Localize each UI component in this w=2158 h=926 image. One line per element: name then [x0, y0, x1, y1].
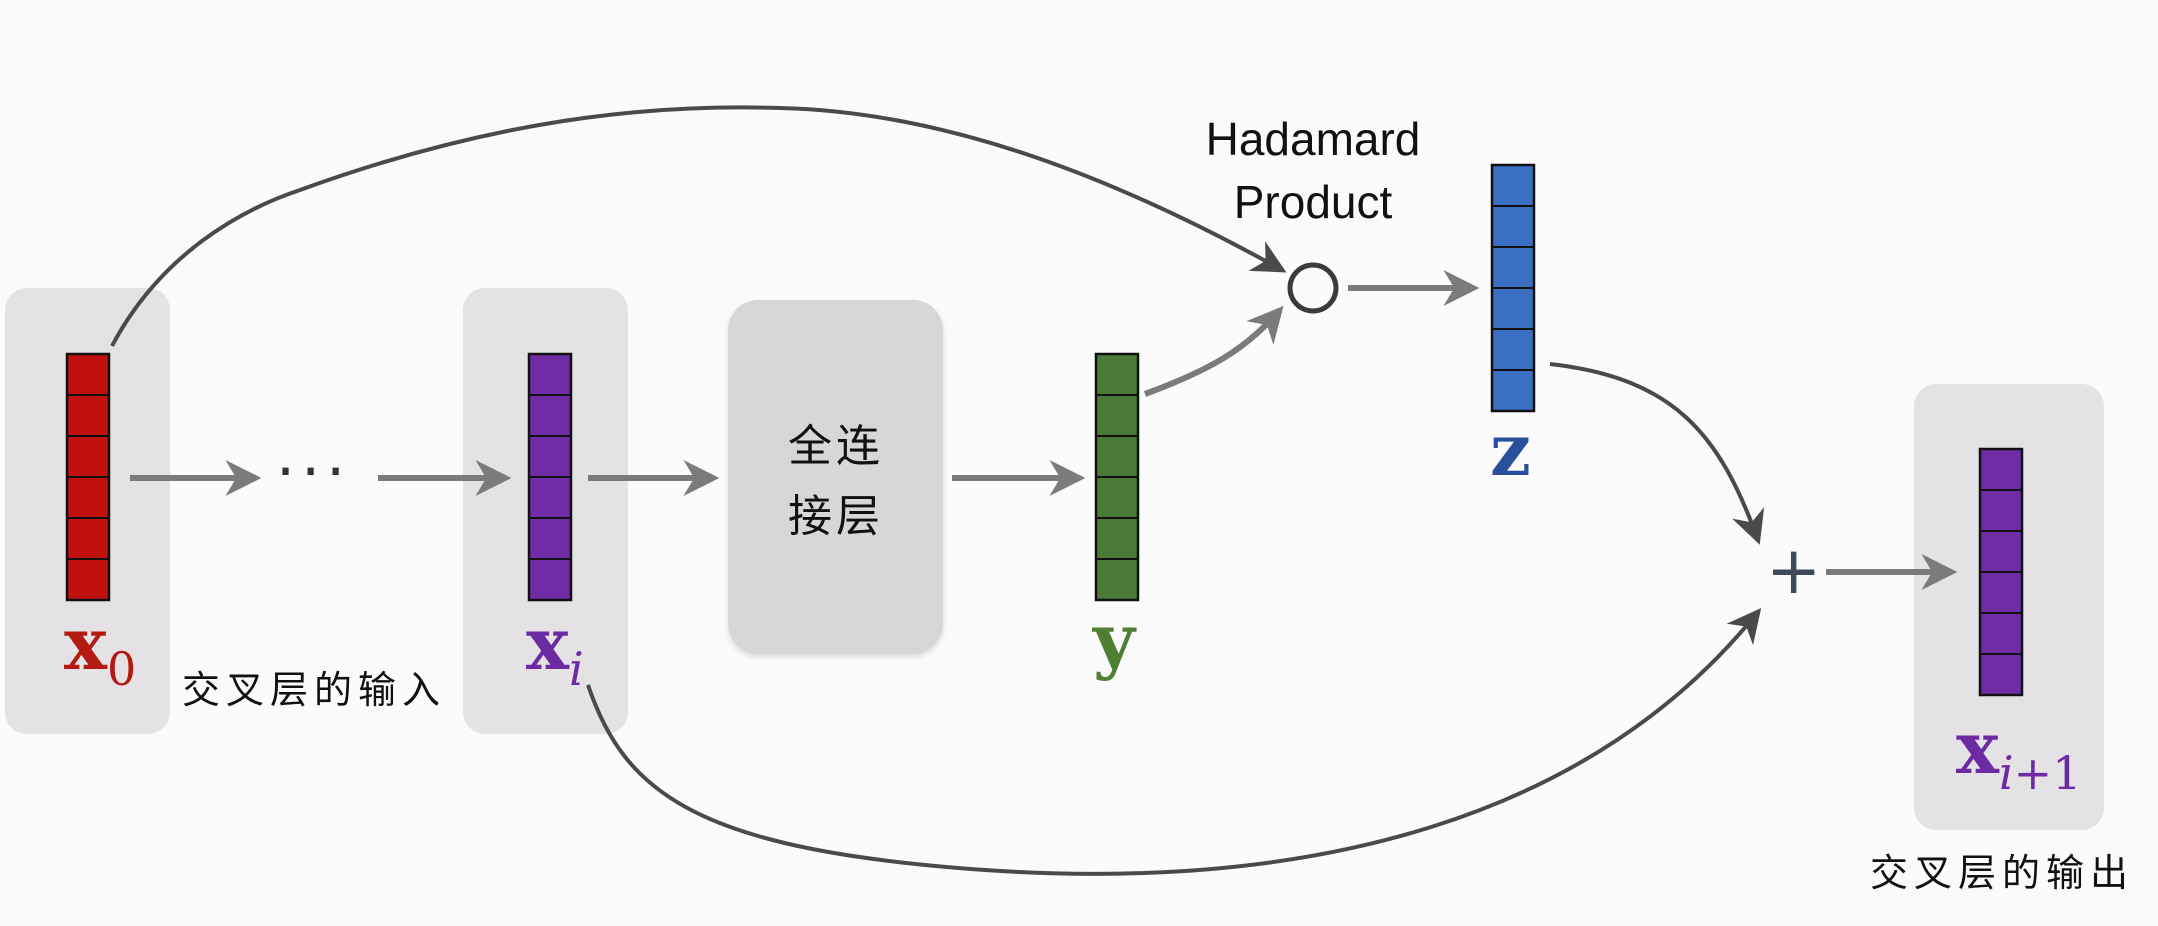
label-xi-sub: i — [568, 642, 584, 696]
label-x0-base: x — [64, 601, 107, 686]
label-xi1-sub-i: i — [1998, 746, 2014, 800]
hadamard-label-line1: Hadamard — [1205, 113, 1421, 165]
curve-z-to-plus — [1549, 362, 1765, 545]
vector-y — [1094, 352, 1140, 602]
cross-layer-output-label: 交叉层的输出 — [1870, 851, 2135, 895]
label-y: y — [1093, 597, 1135, 682]
label-x0: x0 — [64, 608, 136, 693]
label-xi1-base: x — [1956, 705, 1999, 790]
vector-x0 — [65, 352, 111, 602]
plus-icon: + — [1766, 532, 1822, 609]
ellipsis-dots: ··· — [276, 437, 352, 507]
fc-layer-label-line2: 接层 — [788, 491, 884, 543]
curve-x0-to-hadamard — [110, 105, 1287, 347]
hadamard-product-label: Hadamard Product — [1183, 108, 1443, 235]
hadamard-label-line2: Product — [1233, 176, 1393, 229]
fc-layer-label: 全连 接层 — [766, 412, 906, 553]
fc-layer-label-line1: 全连 — [788, 421, 884, 472]
label-z: z — [1490, 407, 1531, 492]
hollow-circle-icon — [1287, 262, 1339, 314]
vector-xi1 — [1978, 447, 2024, 697]
label-xi-base: x — [526, 601, 569, 686]
cross-layer-input-label: 交叉层的输入 — [182, 668, 447, 712]
label-xi1-sub-rest: +1 — [2013, 746, 2082, 800]
arrow-y-to-hadamard — [1143, 305, 1284, 397]
label-xi1: xi+1 — [1956, 712, 2081, 797]
fc-layer-box — [728, 300, 943, 654]
curve-xi-to-plus — [586, 608, 1762, 876]
label-xi: xi — [526, 608, 584, 693]
vector-z — [1490, 163, 1536, 413]
label-x0-sub: 0 — [106, 642, 137, 696]
vector-xi — [527, 352, 573, 602]
